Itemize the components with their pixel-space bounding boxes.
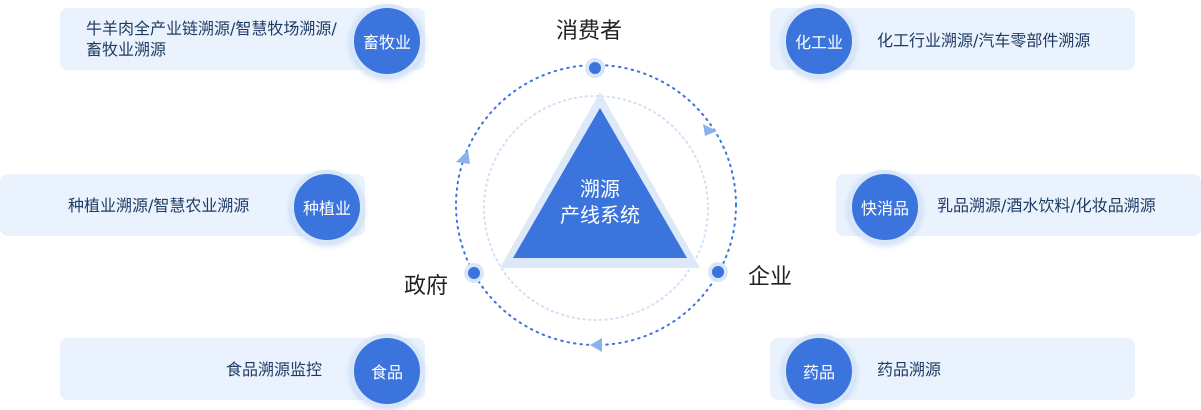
food-text: 食品溯源监控 [226,360,323,379]
livestock-icon: 畜牧业 [350,4,424,78]
livestock-text: 牛羊肉全产业链溯源/智慧牧场溯源/畜牧业溯源 [86,19,337,59]
chemical-text: 化工行业溯源/汽车零部件溯源 [877,31,1091,50]
fmcg-text: 乳品溯源/酒水饮料/化妆品溯源 [937,196,1156,215]
food-icon: 食品 [350,334,424,408]
outer-dotted-ring [455,64,737,346]
planting-icon: 种植业 [290,170,364,244]
center-line2: 产线系统 [560,203,640,227]
inner-dotted-ring [483,95,709,321]
arrow-right-top [703,124,717,136]
node-enterprise: 企业 [748,265,793,290]
chemical-icon: 化工业 [782,4,856,78]
node-consumer: 消费者 [556,19,623,44]
arrow-bottom [590,338,602,352]
center-triangle [513,108,687,258]
medicine-text: 药品溯源 [877,360,942,379]
arrow-left [456,150,470,164]
center-line1: 溯源 [580,177,620,201]
node-government: 政府 [404,274,449,299]
center-title: 溯源 产线系统 [540,176,660,228]
planting-text: 种植业溯源/智慧农业溯源 [68,196,250,215]
medicine-icon: 药品 [782,334,856,408]
fmcg-icon: 快消品 [848,170,922,244]
